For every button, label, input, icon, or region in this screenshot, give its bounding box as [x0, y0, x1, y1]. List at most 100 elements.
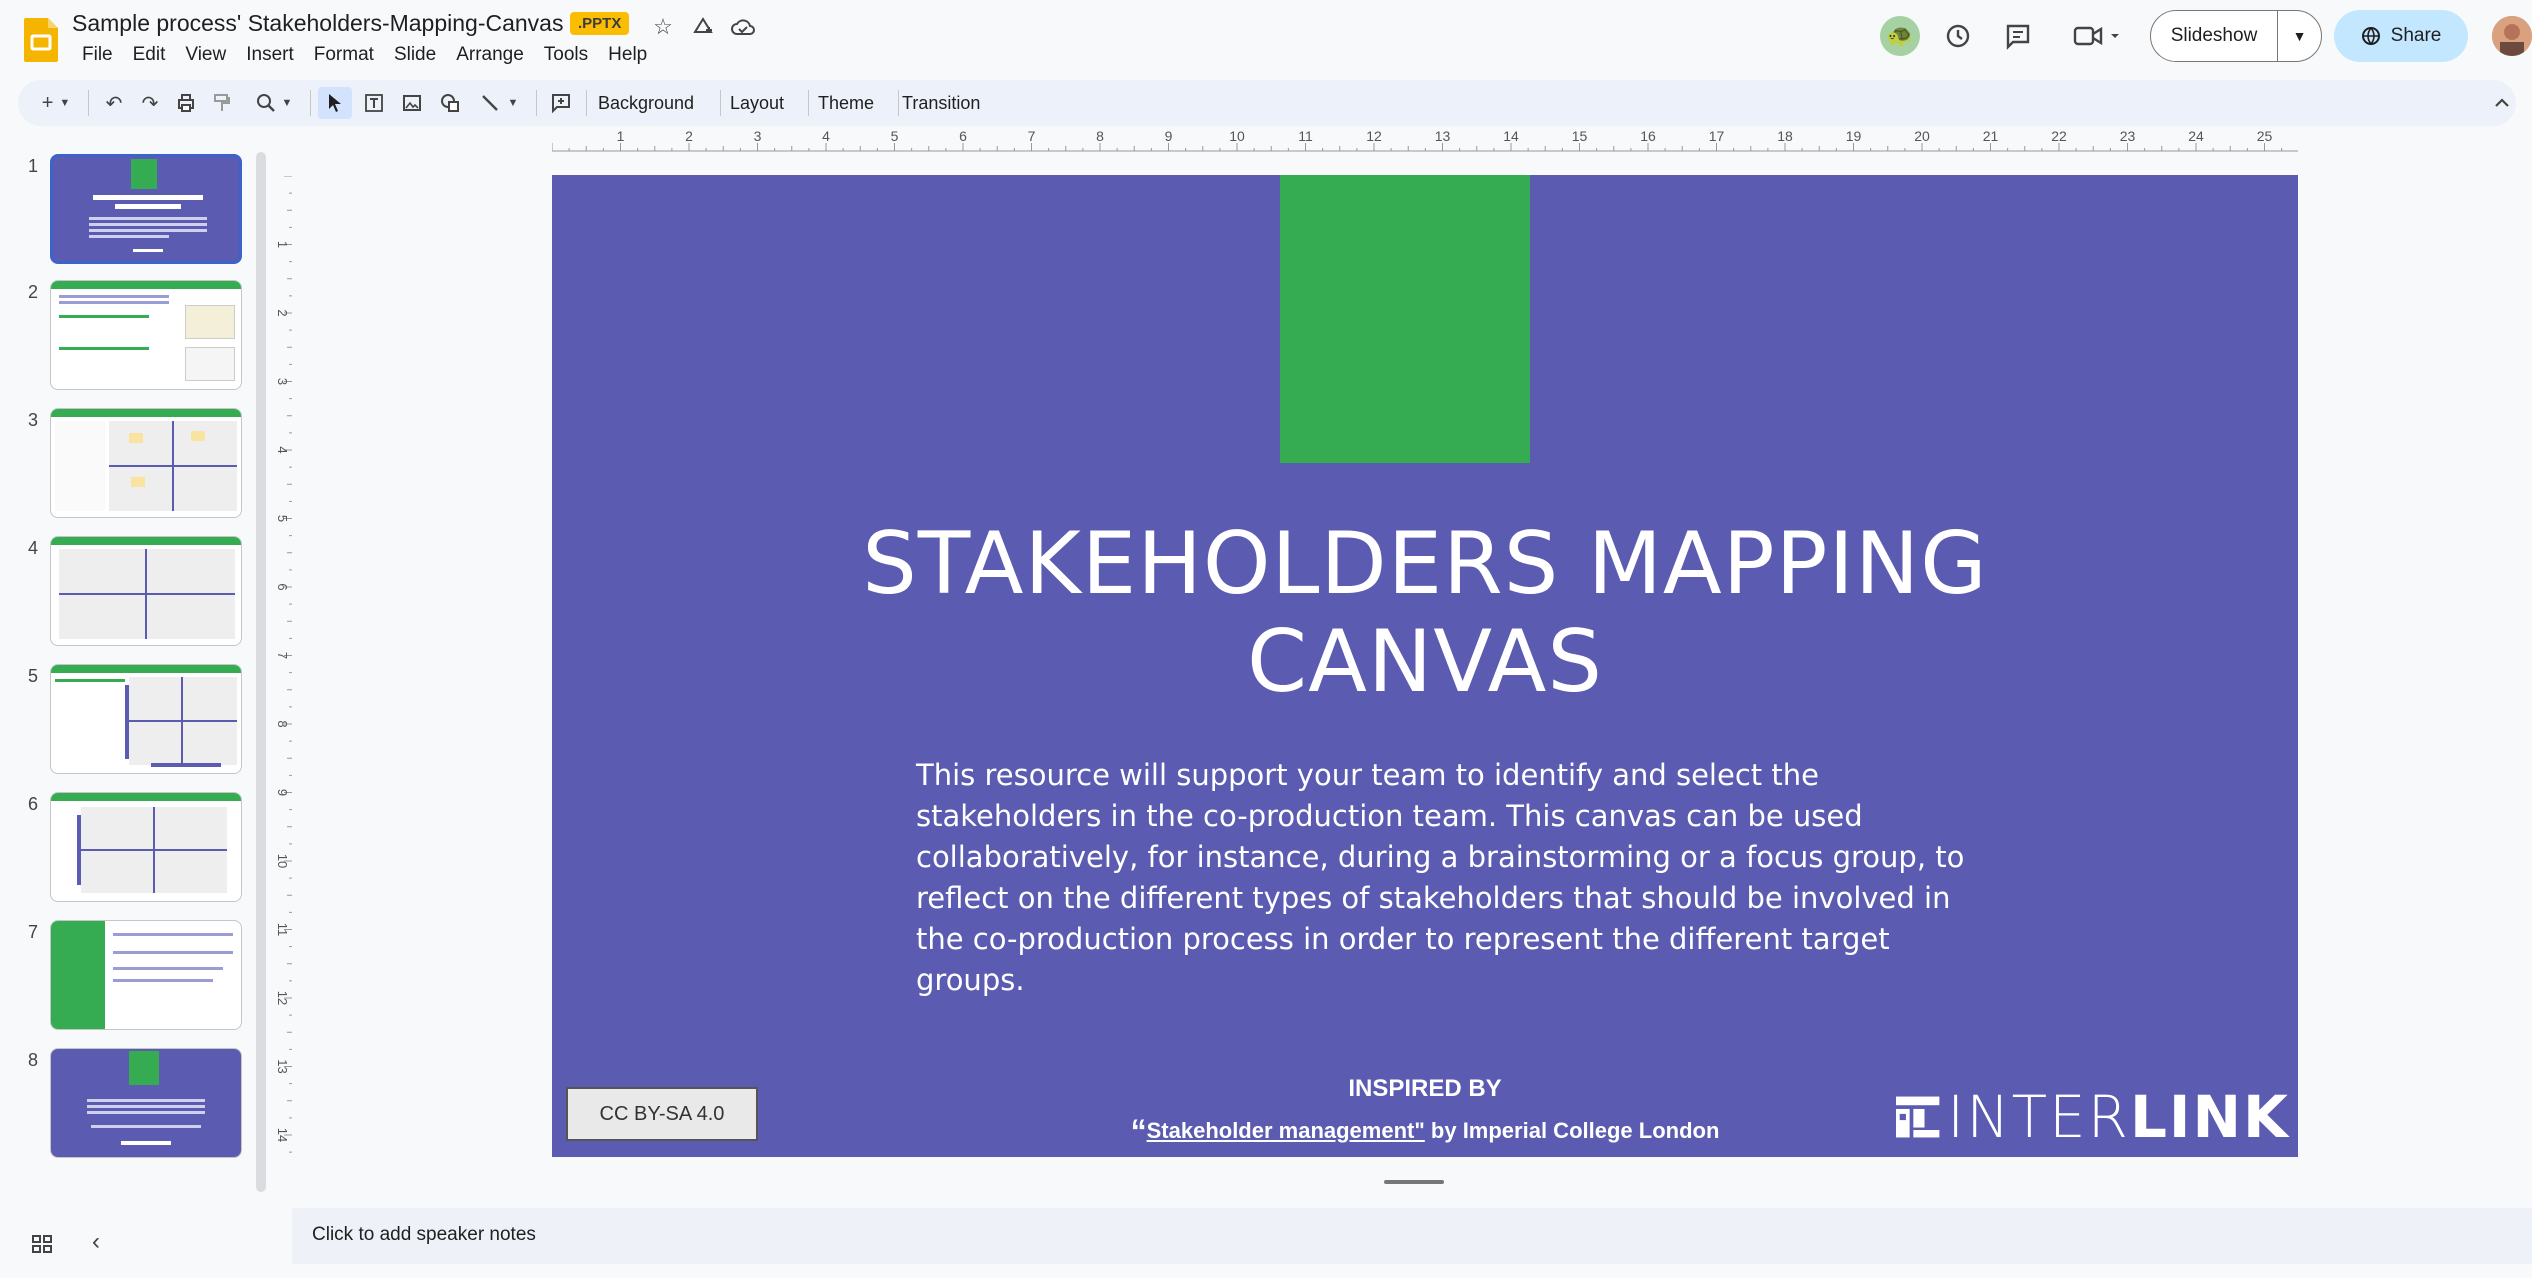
- transition-button[interactable]: Transition: [902, 93, 981, 113]
- shape-icon[interactable]: [434, 87, 466, 119]
- slide-thumbnail-2[interactable]: [50, 280, 242, 390]
- speaker-notes-placeholder[interactable]: Click to add speaker notes: [312, 1224, 536, 1245]
- ruler-tick-label: 5: [275, 515, 290, 522]
- ruler-tick-label: 3: [754, 128, 762, 144]
- quote-mark: “: [1130, 1113, 1147, 1149]
- ruler-tick-label: 2: [275, 309, 290, 316]
- slideshow-options-dropdown[interactable]: ▼: [2277, 11, 2321, 61]
- globe-icon: [2361, 27, 2380, 46]
- file-type-badge: .PPTX: [570, 12, 630, 35]
- menu-help[interactable]: Help: [608, 44, 648, 65]
- text-box-icon[interactable]: [358, 87, 390, 119]
- print-icon[interactable]: [170, 87, 202, 119]
- ruler-tick-label: 5: [891, 128, 899, 144]
- inspired-by-heading[interactable]: INSPIRED BY: [1348, 1075, 1502, 1102]
- ruler-tick-label: 7: [275, 652, 290, 659]
- menu-view[interactable]: View: [185, 44, 227, 65]
- menu-format[interactable]: Format: [313, 44, 374, 65]
- ruler-tick-label: 16: [1640, 128, 1656, 144]
- logo-text-light: INTER: [1947, 1083, 2130, 1151]
- source-institution: by Imperial College London: [1424, 1118, 1720, 1143]
- slide-thumbnail-7[interactable]: [50, 920, 242, 1030]
- menu-tools[interactable]: Tools: [543, 44, 589, 65]
- slideshow-label: Slideshow: [2170, 25, 2258, 46]
- theme-button[interactable]: Theme: [818, 93, 875, 113]
- ruler-tick-label: 11: [1298, 128, 1313, 144]
- star-icon[interactable]: ☆: [653, 14, 673, 39]
- ruler-tick-label: 8: [275, 720, 290, 727]
- ruler-tick-label: 20: [1914, 128, 1930, 144]
- ruler-tick-label: 21: [1983, 128, 1999, 144]
- meet-video-icon[interactable]: [2068, 16, 2128, 56]
- slide-title-line-1: STAKEHOLDERS MAPPING: [862, 514, 1988, 614]
- slide-thumbnail-3[interactable]: [50, 408, 242, 518]
- slide-number: 2: [27, 282, 38, 302]
- ruler-tick-label: 14: [275, 1128, 290, 1142]
- background-button[interactable]: Background: [598, 93, 695, 113]
- ruler-tick-label: 19: [1846, 128, 1862, 144]
- redo-icon[interactable]: ↷: [141, 92, 159, 115]
- notes-resize-handle[interactable]: [1384, 1180, 1444, 1184]
- interlink-logo-mark: [1896, 1096, 1940, 1138]
- collapse-filmstrip-icon[interactable]: ‹: [92, 1228, 100, 1255]
- source-link[interactable]: Stakeholder management": [1146, 1118, 1425, 1143]
- slide-title[interactable]: STAKEHOLDERS MAPPING CANVAS: [552, 515, 2298, 711]
- grid-view-icon[interactable]: [30, 1232, 54, 1256]
- anonymous-viewer-avatar[interactable]: 🐢: [1880, 16, 1920, 56]
- license-label[interactable]: CC BY-SA 4.0: [566, 1087, 758, 1141]
- add-comment-icon[interactable]: [544, 87, 578, 119]
- document-title[interactable]: Sample process' Stakeholders-Mapping-Can…: [72, 10, 564, 36]
- comments-icon[interactable]: [1998, 16, 2038, 56]
- inspired-by-source[interactable]: “Stakeholder management" by Imperial Col…: [552, 1113, 2298, 1150]
- cloud-saved-icon[interactable]: [728, 12, 758, 42]
- ruler-tick-label: 10: [1229, 128, 1245, 144]
- menu-file[interactable]: File: [82, 44, 113, 65]
- slide-number: 8: [27, 1050, 38, 1070]
- slide-thumbnail-5[interactable]: [50, 664, 242, 774]
- speaker-notes-panel[interactable]: [292, 1208, 2532, 1264]
- ruler-tick-label: 12: [275, 991, 290, 1005]
- layout-button[interactable]: Layout: [730, 93, 785, 113]
- slide-thumbnail-4[interactable]: [50, 536, 242, 646]
- zoom-icon[interactable]: ▼: [250, 87, 298, 119]
- insert-image-icon[interactable]: [396, 87, 428, 119]
- undo-icon[interactable]: ↶: [105, 92, 123, 115]
- ruler-tick-label: 4: [822, 128, 830, 144]
- line-tool-icon[interactable]: ▼: [474, 87, 524, 119]
- slide-number: 7: [27, 922, 38, 942]
- menu-slide[interactable]: Slide: [393, 44, 437, 65]
- version-history-icon[interactable]: [1938, 16, 1978, 56]
- share-button[interactable]: Share: [2334, 10, 2468, 62]
- slides-app-icon[interactable]: [24, 18, 58, 62]
- slide-thumbnail-8[interactable]: [50, 1048, 242, 1158]
- ruler-tick-label: 1: [275, 241, 290, 248]
- filmstrip-scrollbar[interactable]: [256, 152, 266, 1192]
- menu-edit[interactable]: Edit: [132, 44, 166, 65]
- new-slide-icon[interactable]: + ▼: [41, 91, 71, 114]
- share-label: Share: [2390, 25, 2442, 46]
- select-tool-icon[interactable]: [318, 87, 352, 119]
- slide-filmstrip: 1 2 3 4 5: [0, 140, 262, 1200]
- slide-canvas[interactable]: STAKEHOLDERS MAPPING CANVAS This resourc…: [552, 175, 2298, 1157]
- toolbar: + ▼ ↶ ↷ ▼ ▼ Background Layout Theme Tran…: [18, 80, 2516, 126]
- ruler-tick-label: 6: [275, 583, 290, 590]
- menu-bar: File Edit View Insert Format Slide Arran…: [72, 42, 657, 68]
- collapse-toolbar-icon[interactable]: [2490, 87, 2514, 119]
- slide-thumbnail-1[interactable]: [50, 154, 242, 264]
- slide-body-text[interactable]: This resource will support your team to …: [916, 758, 1965, 997]
- menu-arrange[interactable]: Arrange: [456, 44, 524, 65]
- slide-number: 1: [27, 156, 38, 176]
- move-to-drive-icon[interactable]: [688, 12, 718, 42]
- ruler-tick-label: 1: [617, 128, 625, 144]
- ruler-tick-label: 9: [275, 789, 290, 796]
- logo-text-bold: LINK: [2129, 1083, 2290, 1151]
- menu-insert[interactable]: Insert: [246, 44, 294, 65]
- slide-thumbnail-6[interactable]: [50, 792, 242, 902]
- slide-number: 6: [27, 794, 38, 814]
- user-avatar[interactable]: [2492, 16, 2532, 56]
- paint-format-icon[interactable]: [206, 87, 238, 119]
- ruler-tick-label: 8: [1096, 128, 1104, 144]
- green-header-block[interactable]: [1280, 175, 1530, 463]
- slideshow-button[interactable]: Slideshow ▼: [2150, 10, 2322, 62]
